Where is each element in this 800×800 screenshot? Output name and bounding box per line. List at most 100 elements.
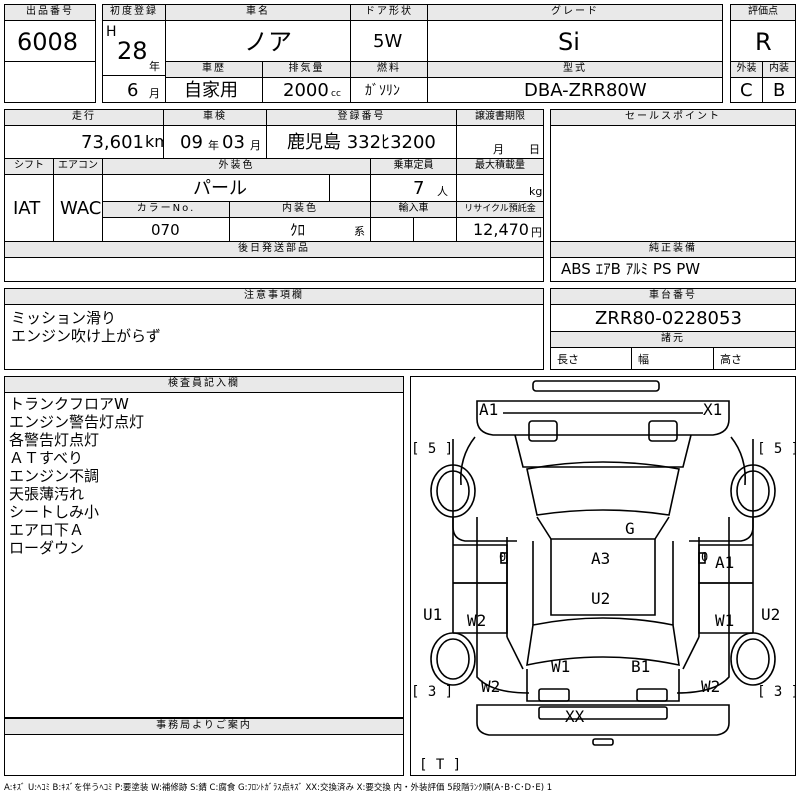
mark-left-door-outer: U1 (423, 605, 443, 624)
inspector-header: 検査員記入欄 (4, 376, 404, 393)
exterior-grade-cell: C (730, 77, 763, 103)
inspector-cell: トランクフロアW エンジン警告灯点灯 各警告灯点灯 ＡＴすべり エンジン不調 天… (4, 392, 404, 718)
score-value: R (755, 28, 772, 56)
equipment-cell: ABS ｴｱB ｱﾙﾐ PS PW (550, 257, 796, 282)
office-header: 事務局よりご案内 (4, 718, 404, 735)
interior-grade-header: 内装 (762, 61, 796, 78)
import-cell-b (413, 217, 457, 242)
reg-month-unit: 月 (149, 87, 160, 100)
max-load-cell: kg (456, 174, 544, 202)
inspector-line: トランクフロアW (9, 395, 129, 413)
door-cell: 5W (350, 20, 428, 62)
mark-bracket-lower-right: [ 3 ] (757, 684, 800, 700)
chassis-value: ZRR80-0228053 (595, 308, 742, 329)
transfer-day-unit: 日 (529, 143, 540, 156)
model-cell: DBA-ZRR80W (427, 77, 723, 103)
seats-unit: 人 (437, 185, 448, 198)
mark-zero-left: 0 (499, 550, 507, 564)
reg-year: 28 (117, 37, 148, 65)
first-reg-month-cell: 6 月 (102, 75, 166, 103)
seats-cell: 7 人 (370, 174, 457, 202)
chassis-cell: ZRR80-0228053 (550, 304, 796, 332)
history-cell: 自家用 (165, 77, 263, 103)
lot-number-header: 出品番号 (4, 4, 96, 21)
model-value: DBA-ZRR80W (524, 80, 647, 101)
mark-right-door: W1 (715, 611, 735, 630)
mark-right-quarter: W2 (701, 677, 721, 696)
first-reg-year-cell: H 28 年 (102, 20, 166, 76)
car-name-header: 車名 (165, 4, 351, 21)
caution-header: 注意事項欄 (4, 288, 544, 305)
mark-front-right: X1 (703, 400, 723, 419)
inspector-line: エンジン警告灯点灯 (9, 413, 145, 431)
legend-text: A:ｷｽﾞ U:ﾍｺﾐ B:ｷｽﾞを伴うﾍｺﾐ P:要塗装 W:補修跡 S:錆 … (4, 783, 553, 793)
equipment-value: ABS ｴｱB ｱﾙﾐ PS PW (561, 260, 701, 278)
recycle-cell: 12,470 円 (456, 217, 544, 242)
import-cell-a (370, 217, 414, 242)
office-cell (4, 734, 404, 776)
inspection-month: 03 (222, 132, 245, 153)
fuel-cell: ｶﾞｿﾘﾝ (350, 77, 428, 103)
inspector-line: 各警告灯点灯 (9, 431, 100, 449)
mark-zero-right: 0 (701, 550, 709, 564)
score-header: 評価点 (730, 4, 796, 21)
mark-left-rear: W1 (551, 657, 571, 676)
length-cell: 長さ (550, 347, 632, 370)
history-value: 自家用 (184, 80, 238, 101)
max-load-unit: kg (529, 185, 543, 198)
recycle-header: リサイクル預託金 (456, 201, 544, 218)
exterior-color-header: 外装色 (102, 158, 371, 175)
score-cell: R (730, 20, 796, 62)
spec-header: 諸元 (550, 331, 796, 348)
mark-left-quarter: W2 (481, 677, 501, 696)
fuel-header: 燃料 (350, 61, 428, 78)
later-parts-header: 後日発送部品 (4, 241, 544, 258)
chassis-header: 車台番号 (550, 288, 796, 305)
exterior-grade-value: C (740, 80, 753, 101)
interior-color-value: ｸﾛ (290, 221, 306, 239)
color-no-cell: 070 (102, 217, 230, 242)
later-parts-cell (4, 257, 544, 282)
reg-year-unit: 年 (149, 60, 160, 73)
car-name-cell: ノア (165, 20, 351, 62)
ac-value: WAC (60, 198, 102, 219)
caution-line: ミッション滑り (11, 309, 117, 327)
grade-value: Si (558, 28, 580, 56)
caution-cell: ミッション滑り エンジン吹け上がらず (4, 304, 544, 370)
interior-grade-cell: B (762, 77, 796, 103)
mark-right-fender: A1 (715, 553, 735, 572)
mark-bracket-upper-right: [ 5 ] (757, 441, 800, 457)
mileage-header: 走行 (4, 109, 164, 126)
interior-color-header: 内装色 (229, 201, 371, 218)
displacement-header: 排気量 (262, 61, 351, 78)
mark-bracket-upper-left: [ 5 ] (411, 441, 454, 457)
door-value: 5W (373, 31, 403, 52)
width-label: 幅 (638, 353, 649, 366)
inspector-line: エアロ下Ａ (9, 521, 85, 539)
mark-roof-2: U2 (591, 589, 611, 608)
seats-value: 7 (413, 178, 425, 199)
color-no-header: カラーNo. (102, 201, 230, 218)
displacement-cell: 2000 cc (262, 77, 351, 103)
plate-header: 登録番号 (266, 109, 457, 126)
recycle-unit: 円 (531, 226, 542, 239)
interior-color-cell: ｸﾛ 系 (229, 217, 371, 242)
sales-point-header: セールスポイント (550, 109, 796, 126)
transfer-month-unit: 月 (493, 143, 504, 156)
mark-left-door: W2 (467, 611, 487, 630)
car-diagram-frame: A1 X1 [ 5 ] [ 5 ] G A1 A3 U2 0 0 U1 W2 U… (410, 376, 800, 776)
mark-bracket-trunk: [ T ] (419, 757, 462, 773)
lot-number-cell: 6008 (4, 20, 96, 62)
width-cell: 幅 (631, 347, 714, 370)
displacement-value: 2000 (283, 80, 329, 101)
sales-point-cell (550, 125, 796, 242)
inspector-line: シートしみ小 (9, 503, 100, 521)
recycle-value: 12,470 (473, 220, 529, 239)
first-reg-header: 初度登録 (102, 4, 166, 21)
color-no-value: 070 (151, 221, 180, 239)
max-load-header: 最大積載量 (456, 158, 544, 175)
inspector-line: ローダウン (9, 539, 85, 557)
shift-value: IAT (13, 198, 41, 219)
inspection-year: 09 (180, 132, 203, 153)
